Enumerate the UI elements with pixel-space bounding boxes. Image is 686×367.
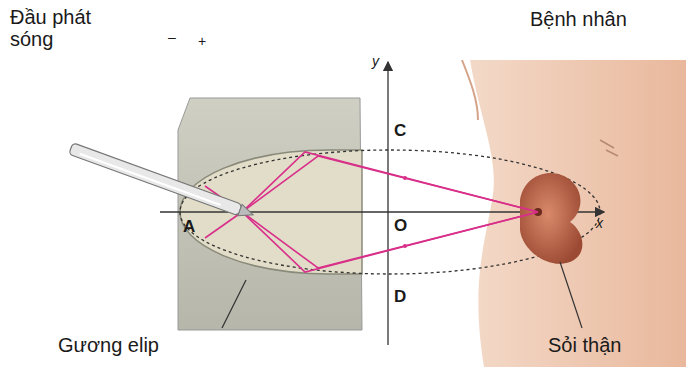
- axis-label: x: [596, 216, 603, 231]
- sign-label: +: [198, 34, 206, 49]
- leader-line: [222, 280, 246, 328]
- axis-label: y: [372, 54, 379, 69]
- patient-label: Bệnh nhân: [530, 8, 627, 30]
- housing: [178, 98, 362, 330]
- patient-body: [470, 60, 686, 367]
- stone-label: Sỏi thận: [548, 334, 621, 356]
- wave-rays: [205, 152, 538, 272]
- skin-mark: [600, 140, 618, 156]
- point-label: O: [394, 217, 407, 236]
- kidney: [520, 173, 582, 264]
- leader-line: [560, 262, 582, 328]
- point-label: D: [394, 288, 406, 307]
- body-contour: [462, 60, 478, 120]
- point-label: A: [183, 218, 195, 237]
- probe-label: Đầu phát sóng: [10, 6, 140, 50]
- y-axis: [387, 62, 388, 345]
- probe: [69, 143, 255, 221]
- mirror-label: Gương elip: [58, 334, 159, 356]
- ray-dots: [237, 176, 407, 248]
- sign-label: –: [168, 30, 176, 45]
- point-label: C: [394, 122, 406, 141]
